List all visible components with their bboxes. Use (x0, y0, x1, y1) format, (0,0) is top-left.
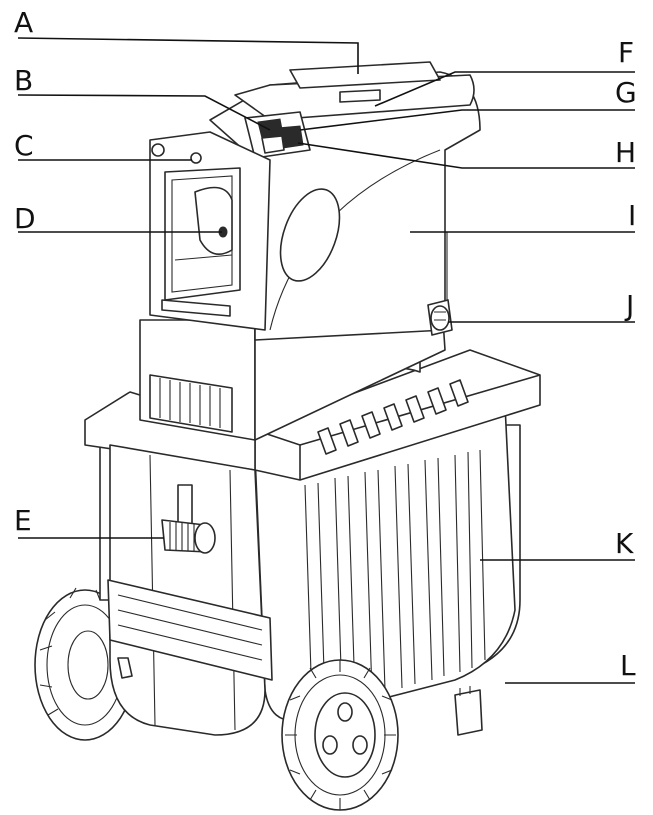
label-d: D (14, 202, 36, 235)
label-b: B (14, 64, 33, 97)
feed-chute (149, 131, 271, 331)
label-l: L (620, 649, 636, 682)
leader-g (299, 109, 635, 131)
label-a: A (14, 6, 33, 39)
leader-h (297, 142, 635, 169)
callout-labels: A B C D E F G H I J K L (14, 6, 637, 682)
switch-panel (244, 111, 311, 159)
leader-a (17, 37, 359, 74)
front-grille (107, 579, 273, 681)
collection-box (254, 404, 516, 722)
label-h: H (615, 136, 636, 169)
front-wheel (281, 659, 399, 811)
label-i: I (628, 199, 636, 232)
side-clamp (427, 232, 453, 336)
label-e: E (14, 504, 32, 537)
lid-vents (317, 379, 469, 455)
label-f: F (618, 36, 634, 69)
adjustment-knob (161, 484, 216, 554)
leader-b (17, 94, 271, 131)
label-k: K (615, 527, 634, 560)
label-g: G (615, 76, 637, 109)
label-c: C (14, 129, 34, 162)
base-body (84, 391, 273, 736)
leader-f (374, 71, 635, 107)
label-j: J (624, 289, 634, 322)
housing-grip (149, 374, 233, 433)
leader-lines (17, 37, 635, 684)
